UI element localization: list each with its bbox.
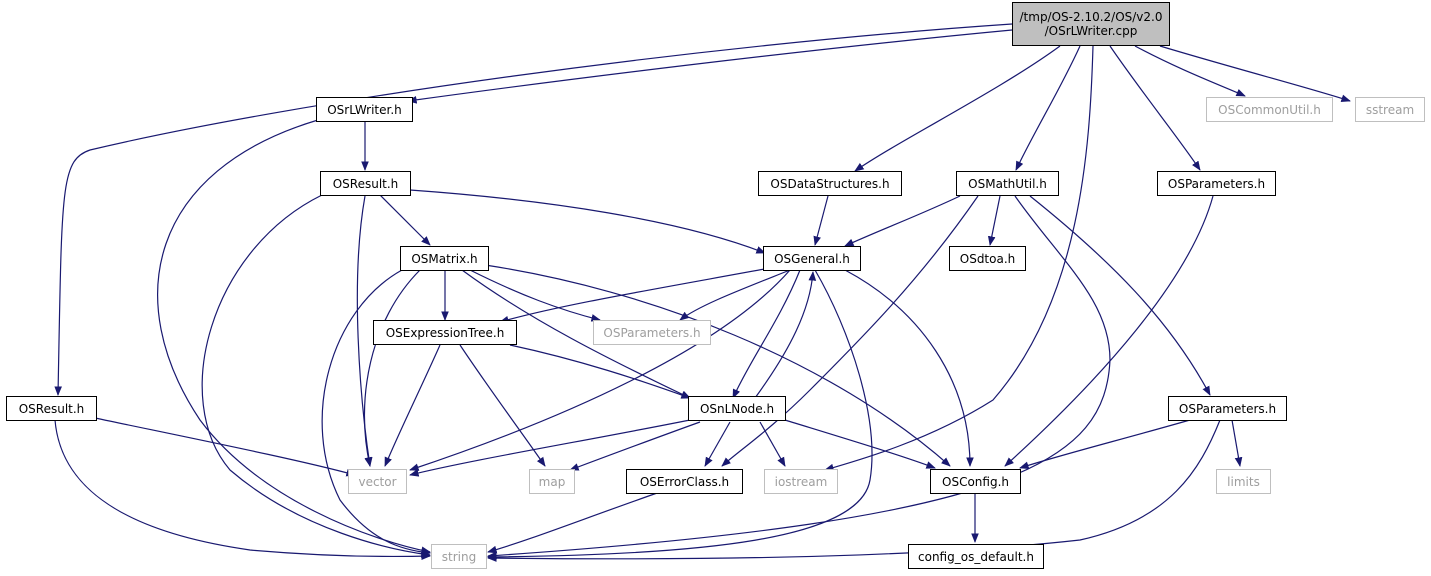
edge-osgeneral-vector <box>409 269 791 471</box>
edge-root-osrlwriter <box>407 29 1013 104</box>
edge-root-oscommonutil <box>1134 45 1246 97</box>
edge-osmathutil-osgeneral <box>844 195 961 247</box>
node-osgeneral-h[interactable]: OSGeneral.h <box>763 246 861 271</box>
edge-osnlnode-vector <box>409 419 691 477</box>
edge-osmathutil-osparameters-right <box>1029 195 1211 396</box>
node-osmatrix-h[interactable]: OSMatrix.h <box>400 246 489 271</box>
node-map[interactable]: map <box>529 469 575 494</box>
node-osparameters-h-ext[interactable]: OSParameters.h <box>593 320 711 345</box>
edge-osmathutil-string <box>487 195 1111 560</box>
edge-root-osdatastructures <box>854 45 1061 172</box>
node-limits[interactable]: limits <box>1216 469 1271 494</box>
node-osnlnode-h[interactable]: OSnLNode.h <box>688 396 786 421</box>
edge-osmatrix-string <box>321 269 431 556</box>
node-config-os-default-h[interactable]: config_os_default.h <box>908 544 1044 569</box>
edge-osexpressiontree-osnlnode <box>509 344 691 399</box>
edge-root-osmathutil <box>1015 45 1081 171</box>
edge-root-iostream <box>824 45 1094 472</box>
root-file-node[interactable]: /tmp/OS-2.10.2/OS/v2.0 /OSrLWriter.cpp <box>1012 2 1170 46</box>
edge-osgeneral-string <box>487 269 873 561</box>
edge-osmatrix-osconfig <box>484 264 951 467</box>
node-osparameters-h-top[interactable]: OSParameters.h <box>1157 171 1276 196</box>
edge-osmathutil-osdtoa <box>987 195 1001 246</box>
node-osconfig-h[interactable]: OSConfig.h <box>930 469 1021 494</box>
node-osrlwriter-h[interactable]: OSrLWriter.h <box>316 97 413 122</box>
node-string[interactable]: string <box>431 544 487 569</box>
node-iostream[interactable]: iostream <box>764 469 838 494</box>
edge-osparameters-top-osconfig <box>1004 195 1214 467</box>
edge-osresult-osgeneral <box>409 189 766 254</box>
edge-osresult-osmatrix <box>379 194 431 246</box>
node-osresult-h-top[interactable]: OSResult.h <box>320 171 411 196</box>
root-file-path-line2: /OSrLWriter.cpp <box>1044 24 1138 38</box>
edge-osresult-left-vector <box>94 417 356 477</box>
node-osmathutil-h[interactable]: OSMathUtil.h <box>956 171 1059 196</box>
edge-osgeneral-osparameters-ext <box>679 269 791 321</box>
node-osresult-h-left[interactable]: OSResult.h <box>6 396 97 421</box>
edge-osnlnode-iostream <box>759 421 786 467</box>
edge-osnlnode-osgeneral <box>754 271 817 399</box>
node-oscommonutil-h[interactable]: OSCommonUtil.h <box>1206 97 1333 122</box>
edge-osresult-vector <box>356 195 373 467</box>
edge-osmatrix-osparameters-ext <box>469 269 601 322</box>
edge-osparameters-right-osconfig <box>1019 419 1191 469</box>
edge-osmatrix-osnlnode <box>461 269 691 399</box>
edge-osresult-string <box>201 194 431 558</box>
edge-osnlnode-map <box>569 421 701 471</box>
edge-osgeneral-osconfig <box>844 269 974 467</box>
node-osdtoa-h[interactable]: OSdtoa.h <box>949 246 1026 271</box>
edge-osmatrix-vector <box>363 269 421 467</box>
edge-osparameters-right-limits <box>1231 419 1243 467</box>
node-sstream[interactable]: sstream <box>1355 97 1425 122</box>
edge-osnlnode-oserrorclass <box>704 421 731 467</box>
root-file-path-line1: /tmp/OS-2.10.2/OS/v2.0 <box>1019 10 1163 24</box>
edge-root-sstream <box>1159 45 1351 102</box>
edge-osgeneral-osnlnode <box>732 269 801 399</box>
node-vector[interactable]: vector <box>348 469 407 494</box>
edge-osrlwriter-string <box>157 119 431 555</box>
node-osexpressiontree-h[interactable]: OSExpressionTree.h <box>373 320 517 345</box>
edge-osmathutil-oserrorclass <box>721 195 979 467</box>
edge-osresult-left-string <box>54 419 431 561</box>
edge-oserrorclass-string <box>487 491 661 554</box>
node-oserrorclass-h[interactable]: OSErrorClass.h <box>626 469 743 494</box>
edge-osdatastructures-osgeneral <box>813 195 829 246</box>
node-osdatastructures-h[interactable]: OSDataStructures.h <box>758 171 902 196</box>
edge-root-osparameters-top <box>1109 45 1201 171</box>
edge-osnlnode-osconfig <box>784 419 936 469</box>
edge-osexpressiontree-vector <box>384 344 441 467</box>
edge-root-osresult-left <box>54 23 1013 396</box>
edge-osgeneral-osexpressiontree <box>499 267 771 324</box>
node-osparameters-h-right[interactable]: OSParameters.h <box>1168 396 1287 421</box>
edge-osexpressiontree-map <box>459 344 546 467</box>
